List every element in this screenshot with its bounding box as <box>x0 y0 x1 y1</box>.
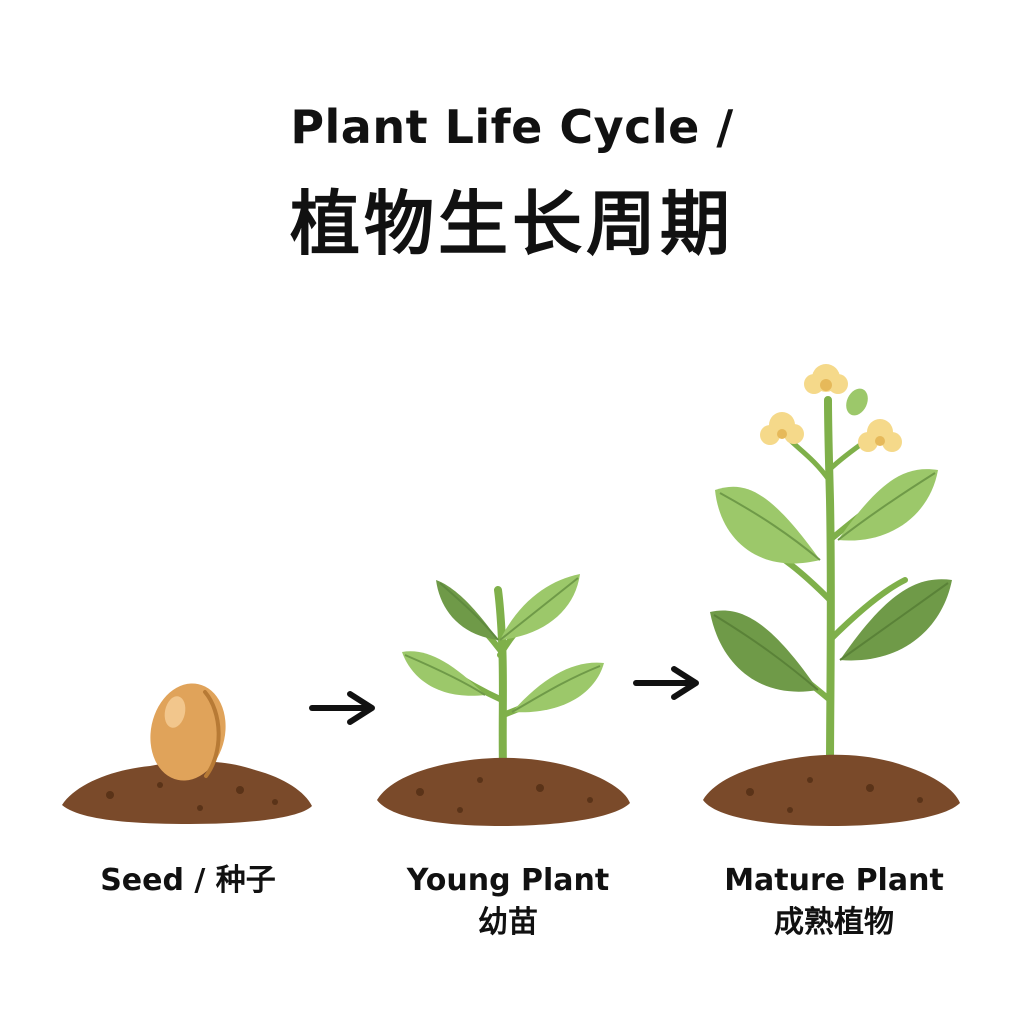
soil-mound-young <box>377 757 630 826</box>
stage-label-line1: Young Plant <box>406 863 610 898</box>
stage-mature-plant <box>703 364 960 826</box>
sprout-icon <box>402 574 604 774</box>
stage-seed <box>62 683 312 824</box>
stage-label-mature-plant: Mature Plant 成熟植物 <box>684 860 984 944</box>
flower-icon <box>804 364 848 394</box>
soil-mound-seed <box>62 761 312 824</box>
soil-mound-mature <box>703 754 960 826</box>
stage-young-plant <box>377 574 630 826</box>
stage-label-seed: Seed / 种子 <box>40 860 336 902</box>
flowering-plant-icon <box>710 364 952 774</box>
stage-label-young-plant: Young Plant 幼苗 <box>360 860 656 944</box>
arrow-right-icon <box>633 666 699 700</box>
arrow-right-icon <box>309 691 375 725</box>
flower-icon <box>760 412 804 445</box>
stage-label-line2: 成熟植物 <box>774 905 894 940</box>
title-english: Plant Life Cycle / <box>290 100 734 154</box>
title-chinese: 植物生长周期 <box>290 183 734 265</box>
seed-icon <box>150 683 226 781</box>
stage-label-line1: Mature Plant <box>724 863 944 898</box>
stage-label-line1: Seed / 种子 <box>100 863 276 898</box>
stage-label-line2: 幼苗 <box>478 905 538 940</box>
bud-icon <box>846 388 868 416</box>
flower-icon <box>858 419 902 452</box>
